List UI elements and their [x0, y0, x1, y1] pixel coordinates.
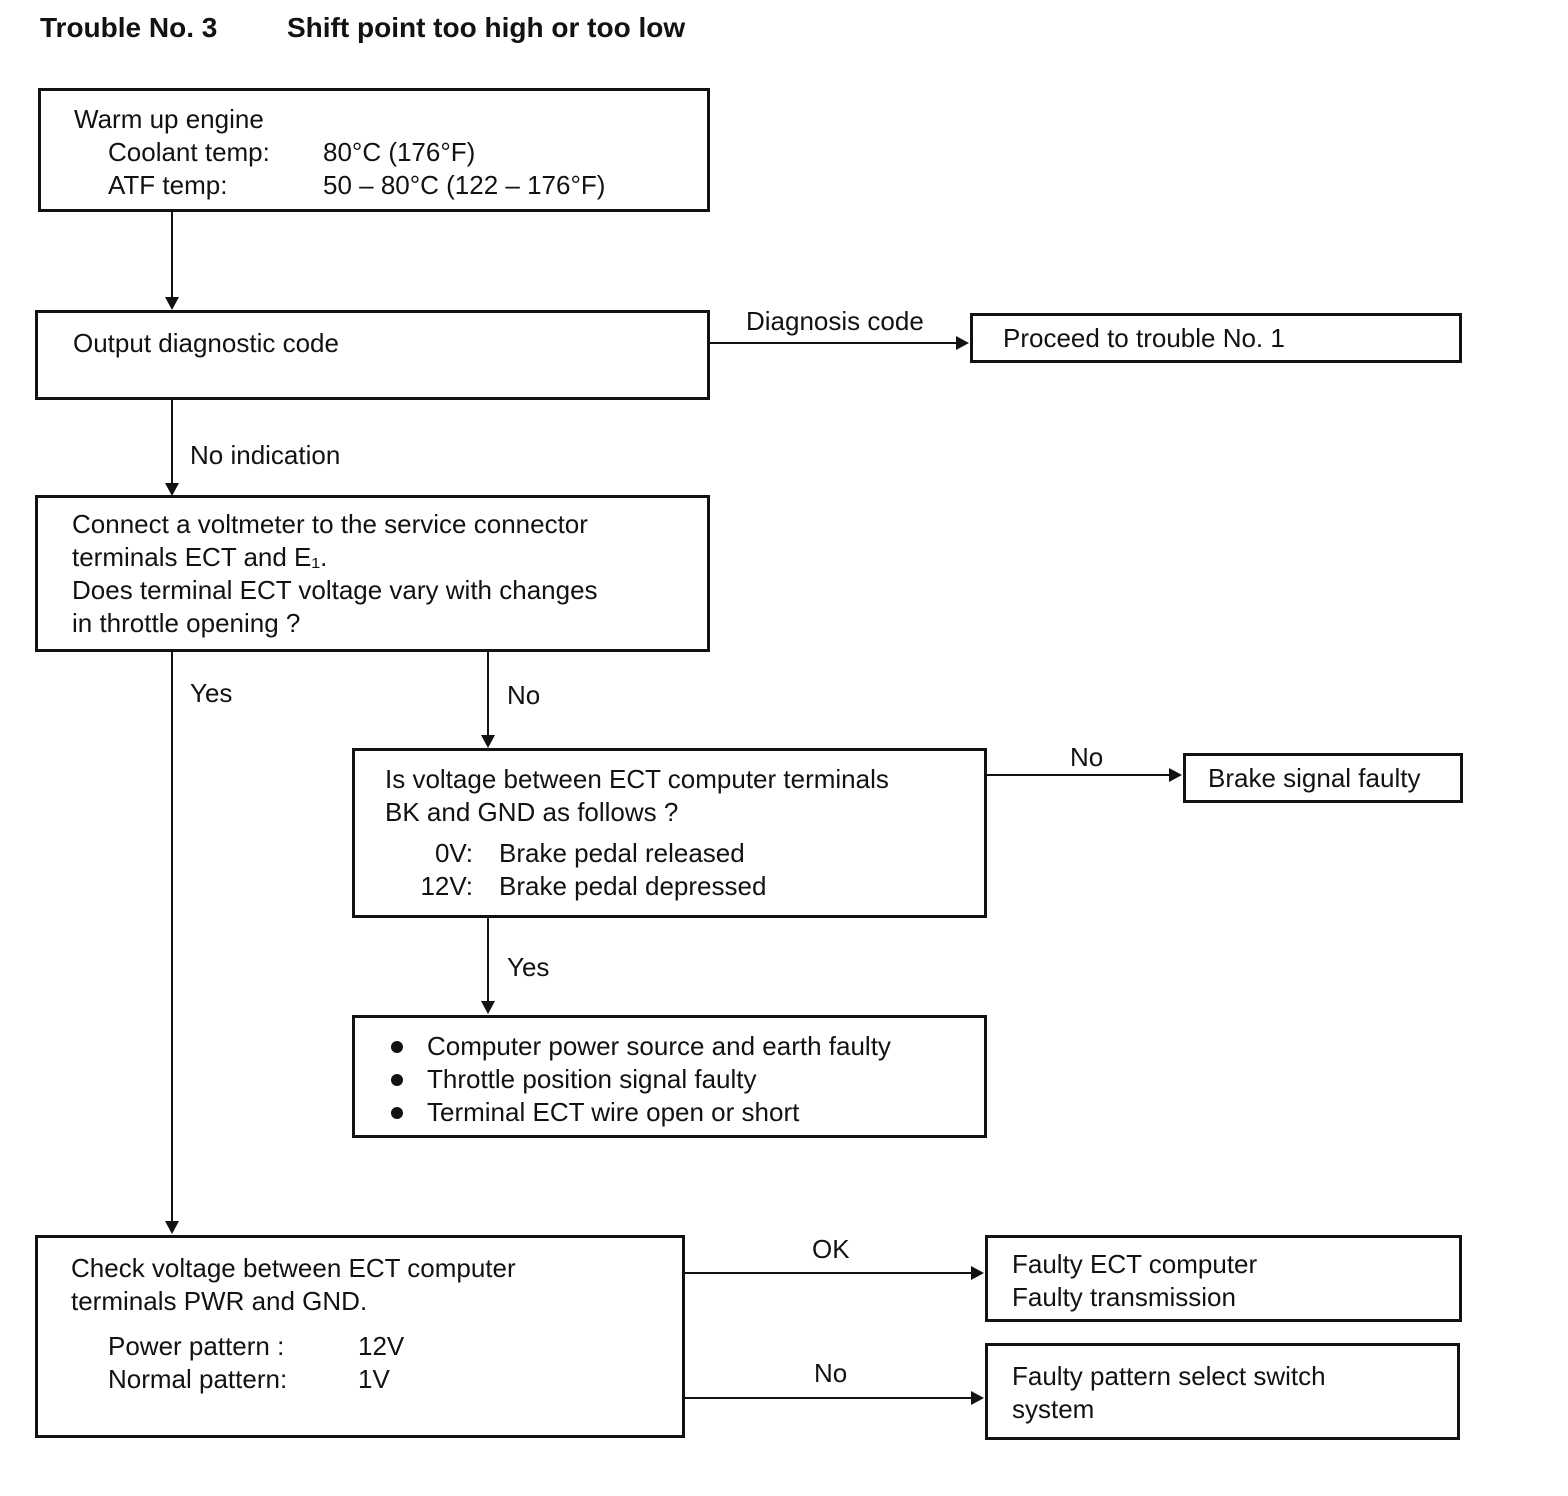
normal-pattern-row: Normal pattern: 1V — [108, 1363, 682, 1396]
bk-gnd-question: Is voltage between ECT computer terminal… — [385, 764, 889, 827]
arrowhead-down-icon — [165, 297, 179, 310]
warm-up-heading: Warm up engine — [74, 104, 264, 134]
connector-check-to-faulty-ect-line — [685, 1272, 971, 1274]
output-diagnostic-code-box: Output diagnostic code — [35, 310, 710, 400]
brake-signal-faulty-box: Brake signal faulty — [1183, 753, 1463, 803]
connect-voltmeter-text: Connect a voltmeter to the service conne… — [72, 509, 598, 638]
bullet-icon — [391, 1106, 403, 1119]
edge-label-no-indication: No indication — [190, 440, 341, 470]
cause-throttle-signal-text: Throttle position signal faulty — [427, 1064, 757, 1094]
connect-voltmeter-box: Connect a voltmeter to the service conne… — [35, 495, 710, 652]
bk-gnd-voltage-box: Is voltage between ECT computer terminal… — [352, 748, 987, 918]
pattern-select-switch-box: Faulty pattern select switch system — [985, 1343, 1460, 1440]
power-pattern-label: Power pattern : — [108, 1331, 285, 1361]
voltage-desc-depressed: Brake pedal depressed — [499, 871, 767, 901]
edge-label-no-brake: No — [1070, 742, 1104, 772]
edge-label-diagnosis-code: Diagnosis code — [746, 306, 924, 336]
edge-label-ok: OK — [812, 1234, 850, 1264]
coolant-temp-label: Coolant temp: — [108, 137, 270, 167]
connector-warmup-to-output-line — [171, 212, 173, 298]
arrowhead-down-icon — [481, 735, 495, 748]
edge-label-no-bottom: No — [814, 1358, 848, 1388]
pattern-voltage-list: Power pattern : 12V Normal pattern: 1V — [71, 1330, 682, 1396]
connector-connect-to-check-line — [171, 650, 173, 1222]
power-pattern-row: Power pattern : 12V — [108, 1330, 682, 1363]
atf-temp-label: ATF temp: — [108, 170, 228, 200]
voltage-desc-released: Brake pedal released — [499, 838, 745, 868]
normal-pattern-label: Normal pattern: — [108, 1364, 288, 1394]
connector-output-to-connect-line — [171, 400, 173, 484]
edge-label-no-center: No — [507, 680, 541, 710]
atf-temp-value: 50 – 80°C (122 – 176°F) — [323, 170, 606, 200]
arrowhead-right-icon — [956, 336, 969, 350]
arrowhead-right-icon — [971, 1266, 984, 1280]
arrowhead-right-icon — [971, 1391, 984, 1405]
power-pattern-value: 12V — [358, 1331, 405, 1361]
cause-row-power-source: Computer power source and earth faulty — [391, 1030, 984, 1063]
connector-bkgnd-to-brake-line — [987, 774, 1169, 776]
arrowhead-right-icon — [1169, 768, 1182, 782]
edge-label-yes-left: Yes — [190, 678, 233, 708]
proceed-trouble-1-text: Proceed to trouble No. 1 — [1003, 322, 1285, 353]
faulty-ect-computer-box: Faulty ECT computer Faulty transmission — [985, 1235, 1462, 1322]
voltage-value-12v: 12V: — [420, 871, 473, 901]
cause-power-source-text: Computer power source and earth faulty — [427, 1031, 891, 1061]
arrowhead-down-icon — [165, 483, 179, 496]
pattern-select-switch-text: Faulty pattern select switch system — [1012, 1361, 1326, 1424]
voltage-value-0v: 0V: — [434, 838, 473, 868]
normal-pattern-value: 1V — [358, 1364, 390, 1394]
coolant-temp-value: 80°C (176°F) — [323, 137, 476, 167]
arrowhead-down-icon — [481, 1001, 495, 1014]
voltage-row-released: 0V: Brake pedal released — [385, 837, 984, 870]
cause-list-box: Computer power source and earth faulty T… — [352, 1015, 987, 1138]
coolant-temp-row: Coolant temp: 80°C (176°F) — [108, 136, 707, 169]
connector-output-to-proceed-line — [710, 342, 956, 344]
voltage-row-depressed: 12V: Brake pedal depressed — [385, 870, 984, 903]
cause-ect-wire-text: Terminal ECT wire open or short — [427, 1097, 800, 1127]
connector-connect-to-bkgnd-line — [487, 650, 489, 736]
output-diagnostic-code-text: Output diagnostic code — [73, 328, 339, 358]
arrowhead-down-icon — [165, 1221, 179, 1234]
connector-bkgnd-to-causes-line — [487, 918, 489, 1002]
bullet-icon — [391, 1040, 403, 1053]
bullet-icon — [391, 1073, 403, 1086]
brake-signal-faulty-text: Brake signal faulty — [1208, 762, 1421, 793]
cause-row-throttle-signal: Throttle position signal faulty — [391, 1063, 984, 1096]
faulty-ect-computer-text: Faulty ECT computer Faulty transmission — [1012, 1249, 1258, 1312]
check-pwr-gnd-box: Check voltage between ECT computer termi… — [35, 1235, 685, 1438]
edge-label-yes-center: Yes — [507, 952, 550, 982]
check-pwr-gnd-heading: Check voltage between ECT computer termi… — [71, 1253, 516, 1316]
cause-row-ect-wire: Terminal ECT wire open or short — [391, 1096, 984, 1129]
trouble-description-title: Shift point too high or too low — [287, 12, 686, 43]
connector-check-to-pattern-line — [685, 1397, 971, 1399]
warm-up-engine-box: Warm up engine Coolant temp: 80°C (176°F)… — [38, 88, 710, 212]
trouble-number-title: Trouble No. 3 — [40, 12, 218, 43]
proceed-trouble-1-box: Proceed to trouble No. 1 — [970, 313, 1462, 363]
atf-temp-row: ATF temp: 50 – 80°C (122 – 176°F) — [108, 169, 707, 202]
bk-gnd-voltage-list: 0V: Brake pedal released 12V: Brake pedal … — [385, 837, 984, 903]
